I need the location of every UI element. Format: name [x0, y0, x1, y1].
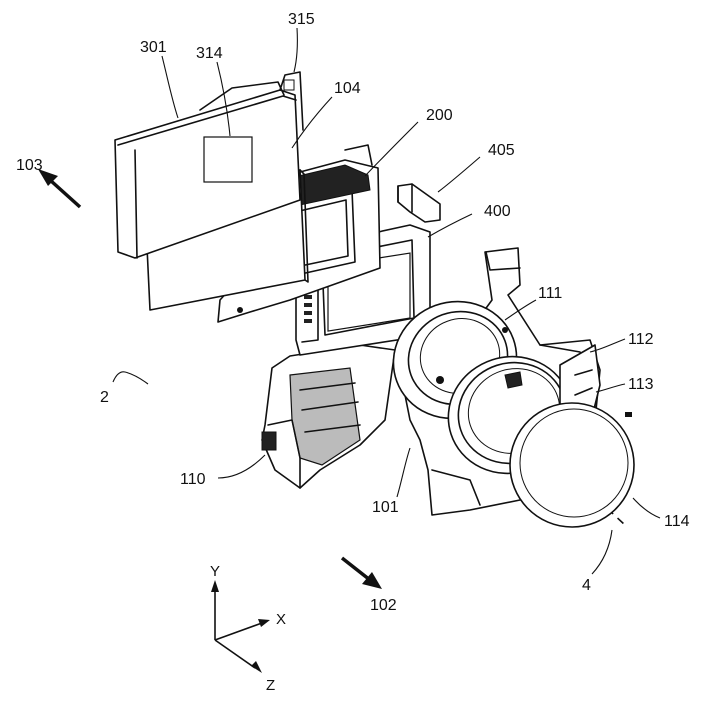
arrow-102 — [340, 556, 382, 589]
label-301: 301 — [140, 39, 167, 56]
label-114: 114 — [664, 513, 690, 530]
body-110 — [261, 344, 396, 489]
leader-lines — [112, 27, 661, 575]
ring-114 — [509, 402, 635, 528]
label-314: 314 — [196, 45, 223, 62]
label-101: 101 — [372, 499, 399, 516]
bracket-405 — [397, 183, 441, 223]
axis-label-z: Z — [266, 677, 275, 694]
label-200: 200 — [426, 107, 453, 124]
label-111: 111 — [538, 285, 562, 302]
label-315: 315 — [288, 11, 315, 28]
label-2: 2 — [100, 389, 109, 406]
label-102: 102 — [370, 597, 397, 614]
label-110: 110 — [180, 471, 206, 488]
axis-triad — [211, 580, 270, 673]
label-112: 112 — [628, 331, 654, 348]
label-4: 4 — [582, 577, 591, 594]
arrow-103 — [38, 169, 82, 209]
label-103: 103 — [16, 157, 43, 174]
axis-label-y: Y — [210, 563, 220, 580]
label-405: 405 — [488, 142, 515, 159]
label-400: 400 — [484, 203, 511, 220]
axis-label-x: X — [276, 611, 286, 628]
label-104: 104 — [334, 80, 361, 97]
display-301 — [114, 71, 304, 259]
label-113: 113 — [628, 376, 654, 393]
